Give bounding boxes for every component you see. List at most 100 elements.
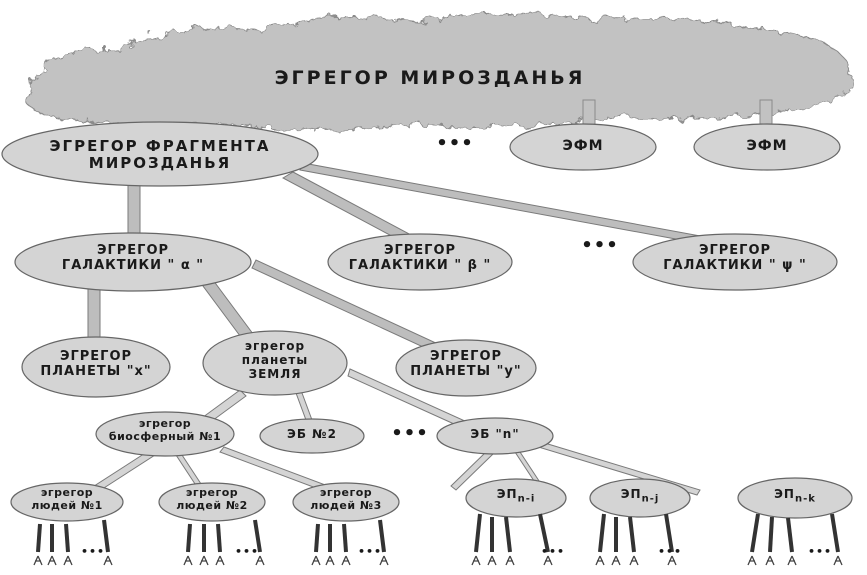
ep-1-prefix: ЭП bbox=[496, 487, 518, 501]
planet-x-label: ЭГРЕГОР ПЛАНЕТЫ "x" bbox=[26, 349, 166, 380]
people-2-person-icon-4 bbox=[255, 555, 265, 566]
people-3-member-link-1 bbox=[314, 523, 320, 553]
planet-x-line1: ЭГРЕГОР bbox=[59, 349, 133, 364]
planet-earth-line2: планеты bbox=[241, 352, 309, 367]
ep-3-person-icon-3 bbox=[787, 555, 797, 566]
cloud-shape bbox=[25, 13, 852, 131]
planet-y-line2: ПЛАНЕТЫ "у" bbox=[410, 363, 522, 379]
fragment-label-line1: ЭГРЕГОР ФРАГМЕНТА bbox=[49, 137, 271, 155]
links bbox=[87, 162, 734, 365]
efm-label-1: ЭФМ bbox=[562, 138, 604, 154]
node-efm-2 bbox=[693, 123, 841, 171]
node-bio-1 bbox=[95, 411, 235, 457]
people-1-person-icon-1 bbox=[33, 555, 43, 566]
ep-1-person-icon-2 bbox=[487, 555, 497, 566]
people-1-person-icon-4 bbox=[103, 555, 113, 566]
node-eb-2 bbox=[259, 418, 365, 454]
planet-y-label: ЭГРЕГОР ПЛАНЕТЫ "у" bbox=[396, 349, 536, 380]
people-2-line1: эгрегор bbox=[185, 486, 239, 499]
efm-label-2: ЭФМ bbox=[746, 138, 788, 154]
node-people-1 bbox=[10, 482, 124, 522]
people-2-person-icon-1 bbox=[183, 555, 193, 566]
galaxy-psi-label: ЭГРЕГОР ГАЛАКТИКИ " ψ " bbox=[640, 243, 830, 274]
galaxy-beta-line1: ЭГРЕГОР bbox=[383, 243, 457, 258]
node-ep-3 bbox=[737, 477, 853, 519]
people-3-person-icon-2 bbox=[325, 555, 335, 566]
node-galaxy-psi bbox=[632, 233, 838, 291]
galaxy-psi-line1: ЭГРЕГОР bbox=[698, 243, 772, 258]
galaxy-beta-line2: ГАЛАКТИКИ " β " bbox=[348, 257, 492, 273]
ep-3-member-link-2 bbox=[768, 516, 774, 553]
bio-1-line2: биосферный №1 bbox=[108, 429, 222, 443]
ep-3-person-icon-2 bbox=[765, 555, 775, 566]
ellipsis-members-5: ••• bbox=[657, 545, 683, 558]
node-planet-earth bbox=[202, 330, 348, 396]
ep-1-member-link-1 bbox=[474, 513, 482, 553]
planet-earth-label: эгрегор планеты ЗЕМЛЯ bbox=[205, 339, 345, 381]
ellipsis-biospheres: ••• bbox=[391, 423, 429, 444]
people-3-person-icon-1 bbox=[311, 555, 321, 566]
ellipsis-members-1: ••• bbox=[80, 545, 106, 558]
people-3-person-icon-4 bbox=[379, 555, 389, 566]
node-people-2 bbox=[158, 482, 266, 522]
fragment-label-line2: МИРОЗДАНЬЯ bbox=[88, 154, 232, 173]
root-label: ЭГРЕГОР МИРОЗДАНЬЯ bbox=[274, 67, 586, 89]
ellipsis-members-6: ••• bbox=[807, 545, 833, 558]
ellipsis-galaxies: ••• bbox=[581, 235, 619, 256]
node-planet-x bbox=[21, 336, 171, 398]
people-3-member-link-3 bbox=[342, 523, 348, 553]
people-1-person-icon-2 bbox=[47, 555, 57, 566]
node-galaxy-alpha bbox=[14, 232, 252, 292]
ep-3-member-link-1 bbox=[750, 513, 760, 553]
node-people-3 bbox=[292, 482, 400, 522]
ep-3-prefix: ЭП bbox=[774, 487, 795, 501]
galaxy-alpha-label: ЭГРЕГОР ГАЛАКТИКИ " α " bbox=[33, 243, 233, 274]
ep-2-person-icon-3 bbox=[629, 555, 639, 566]
galaxy-alpha-line2: ГАЛАКТИКИ " α " bbox=[61, 257, 205, 273]
node-eb-n bbox=[436, 417, 554, 455]
ep-2-label: ЭПn-j bbox=[600, 487, 680, 505]
galaxy-psi-line2: ГАЛАКТИКИ " ψ " bbox=[663, 257, 807, 273]
people-2-member-link-4 bbox=[253, 519, 262, 553]
planet-y-line1: ЭГРЕГОР bbox=[429, 349, 503, 364]
ep-3-sub: n-k bbox=[794, 493, 816, 505]
people-3-member-link-4 bbox=[378, 519, 386, 553]
people-1-line2: людей №1 bbox=[31, 498, 103, 512]
people-2-person-icon-3 bbox=[215, 555, 225, 566]
ep-1-sub: n-i bbox=[517, 493, 536, 505]
ellipsis-members-2: ••• bbox=[234, 545, 260, 558]
ep-2-person-icon-1 bbox=[595, 555, 605, 566]
people-3-person-icon-3 bbox=[341, 555, 351, 566]
galaxy-beta-label: ЭГРЕГОР ГАЛАКТИКИ " β " bbox=[330, 243, 510, 274]
ep-3-person-icon-4 bbox=[833, 555, 843, 566]
ellipsis-top: ••• bbox=[436, 133, 474, 154]
people-1-member-link-1 bbox=[36, 523, 42, 553]
people-1-member-link-3 bbox=[64, 523, 70, 553]
people-2-line2: людей №2 bbox=[176, 498, 248, 512]
ep-3-member-link-4 bbox=[830, 513, 840, 553]
ep-2-person-icon-4 bbox=[667, 555, 677, 566]
people-1-label: эгрегор людей №1 bbox=[12, 486, 122, 512]
people-3-line2: людей №3 bbox=[310, 498, 382, 512]
node-fragment bbox=[1, 121, 319, 187]
planet-earth-line1: эгрегор bbox=[244, 339, 306, 353]
ellipsis-members-3: ••• bbox=[357, 545, 383, 558]
people-3-line1: эгрегор bbox=[319, 486, 373, 499]
people-1-member-link-4 bbox=[102, 519, 110, 553]
fragment-label: ЭГРЕГОР ФРАГМЕНТА МИРОЗДАНЬЯ bbox=[40, 137, 280, 173]
planet-earth-line3: ЗЕМЛЯ bbox=[248, 366, 302, 381]
ep-1-member-link-4 bbox=[538, 513, 550, 553]
nodes bbox=[1, 121, 853, 522]
ep-2-member-link-3 bbox=[628, 516, 636, 553]
people-3-label: эгрегор людей №3 bbox=[291, 486, 401, 512]
node-ep-2 bbox=[589, 478, 691, 518]
ep-1-person-icon-1 bbox=[471, 555, 481, 566]
eb-2-label: ЭБ №2 bbox=[287, 427, 337, 441]
ep-3-label: ЭПn-k bbox=[755, 487, 835, 505]
galaxy-alpha-line1: ЭГРЕГОР bbox=[96, 243, 170, 258]
node-galaxy-beta bbox=[327, 233, 513, 291]
node-ep-1 bbox=[465, 478, 567, 518]
node-efm-1 bbox=[509, 123, 657, 171]
ep-2-sub: n-j bbox=[641, 493, 660, 505]
